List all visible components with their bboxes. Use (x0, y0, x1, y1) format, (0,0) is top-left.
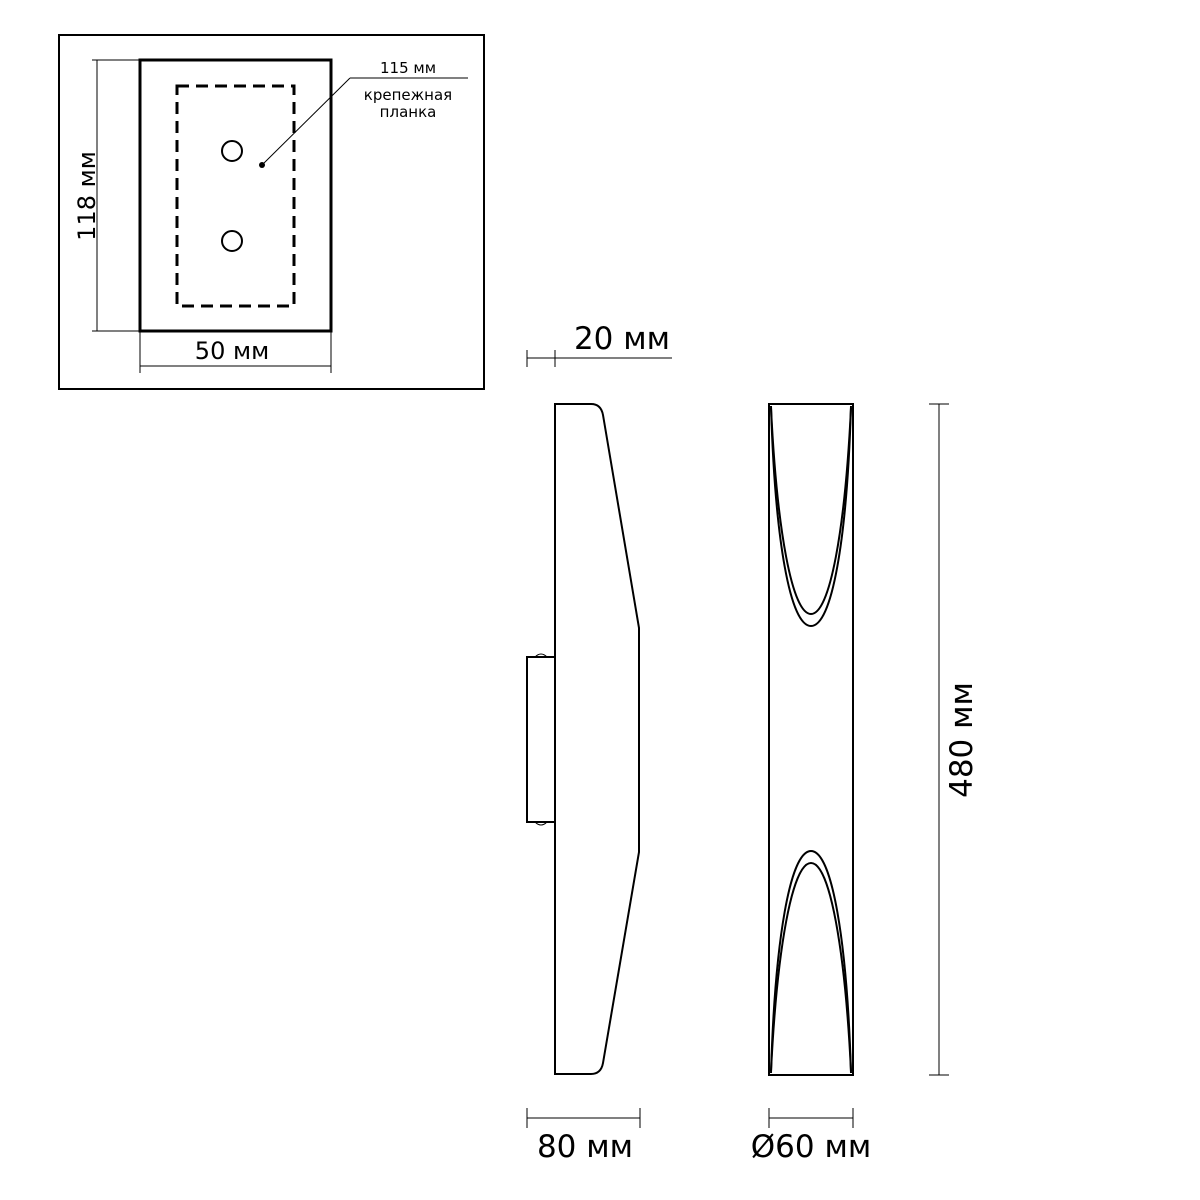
mount-length-label: 115 мм (380, 59, 436, 77)
mounting-plate-inset: 118 мм 50 мм 115 мм крепежная планка (58, 34, 485, 390)
front-view: 480 мм Ø60 мм (751, 403, 980, 1165)
mounting-bracket-dashed (175, 84, 296, 308)
screw-hole-bottom (221, 230, 243, 252)
front-height-label: 480 мм (944, 682, 980, 798)
side-mount-notch-top (534, 653, 548, 658)
inset-width-label: 50 мм (195, 337, 269, 365)
mounting-plate-outline (138, 58, 333, 333)
mount-leader-dot (259, 162, 265, 168)
front-bottom-cutout-inner (770, 861, 852, 1072)
front-bottom-cutout-outer (770, 849, 852, 1074)
screw-hole-top (221, 140, 243, 162)
side-wall-mount (526, 656, 555, 823)
front-diameter-label: Ø60 мм (751, 1129, 871, 1165)
mount-caption-line2: планка (380, 103, 437, 121)
inset-frame (58, 34, 485, 390)
side-depth-label: 20 мм (574, 321, 670, 357)
front-body-outline (768, 403, 854, 1076)
mount-leader-line (261, 77, 351, 166)
inset-height-label: 118 мм (73, 151, 101, 241)
side-body-profile (554, 403, 640, 1075)
side-view: 20 мм 80 мм (526, 321, 672, 1165)
side-mount-notch-bottom (534, 821, 548, 826)
mount-caption-line1: крепежная (364, 86, 452, 104)
front-top-cutout-outer (770, 405, 852, 628)
side-width-label: 80 мм (537, 1129, 633, 1165)
front-top-cutout-inner (770, 407, 852, 616)
